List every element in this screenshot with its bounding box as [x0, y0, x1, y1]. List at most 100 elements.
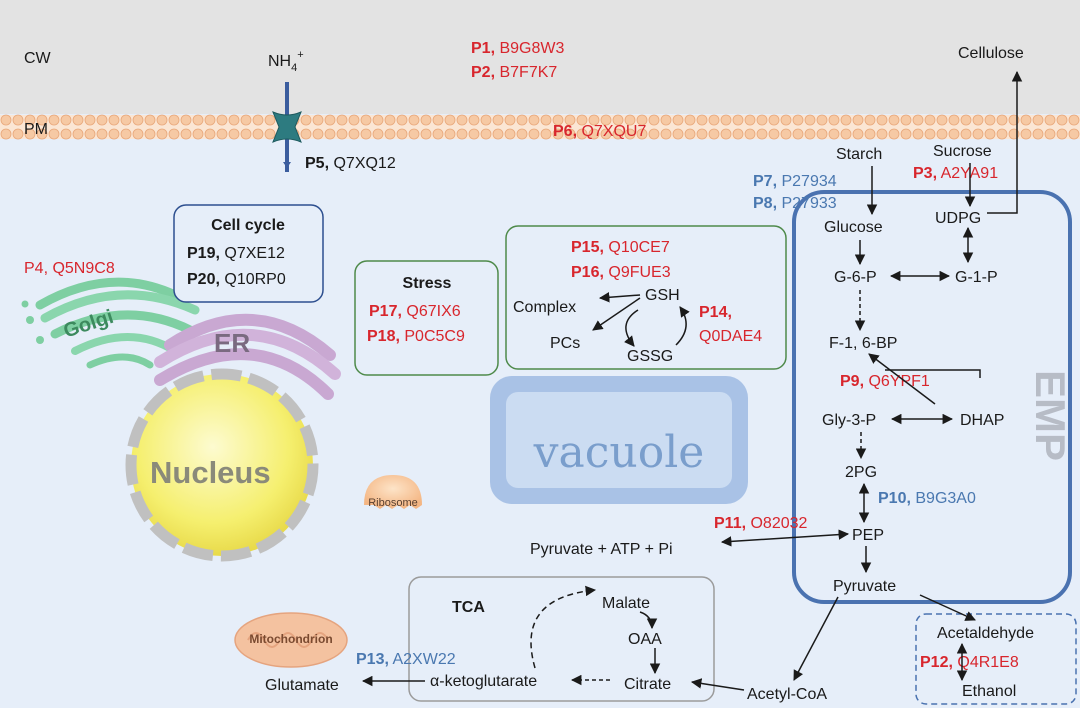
membrane-lipid-head [516, 114, 528, 126]
membrane-lipid-head [876, 128, 888, 140]
membrane-lipid-head [36, 114, 48, 126]
membrane-lipid-head [636, 128, 648, 140]
membrane-lipid-head [756, 128, 768, 140]
protein-label-p14-id: P14, [699, 304, 732, 321]
membrane-lipid-head [912, 128, 924, 140]
protein-label-p10: P10, B9G3A0 [878, 490, 976, 507]
metabolite-ethanol: Ethanol [962, 683, 1016, 700]
protein-label-p18: P18, P0C5C9 [367, 328, 465, 345]
membrane-lipid-head [540, 114, 552, 126]
membrane-lipid-head [1032, 128, 1044, 140]
membrane-lipid-head [756, 114, 768, 126]
emp-box [792, 190, 1072, 604]
membrane-lipid-head [912, 114, 924, 126]
cell-cycle-box [173, 204, 324, 303]
membrane-lipid-head [240, 128, 252, 140]
membrane-lipid-head [744, 114, 756, 126]
protein-label-p12: P12, Q4R1E8 [920, 654, 1019, 671]
tca-title: TCA [452, 599, 485, 616]
membrane-lipid-head [204, 128, 216, 140]
protein-label-p19: P19, Q7XE12 [187, 245, 285, 262]
membrane-lipid-head [360, 128, 372, 140]
membrane-lipid-head [732, 128, 744, 140]
metabolite-cellulose: Cellulose [958, 45, 1024, 62]
protein-label-p9: P9, Q6YPF1 [840, 373, 930, 390]
membrane-lipid-head [924, 114, 936, 126]
metabolite-sucrose: Sucrose [933, 143, 992, 160]
membrane-lipid-head [1068, 114, 1080, 126]
membrane-lipid-head [60, 128, 72, 140]
membrane-lipid-head [900, 114, 912, 126]
membrane-lipid-head [432, 114, 444, 126]
metabolite-udpg: UDPG [935, 210, 981, 227]
membrane-lipid-head [804, 128, 816, 140]
cell-cycle-title: Cell cycle [211, 217, 285, 234]
membrane-lipid-head [444, 114, 456, 126]
plasma-membrane [0, 114, 1080, 140]
membrane-lipid-head [900, 128, 912, 140]
membrane-lipid-head [864, 128, 876, 140]
membrane-lipid-head [636, 114, 648, 126]
protein-label-p5: P5, Q7XQ12 [305, 155, 396, 172]
membrane-lipid-head [816, 128, 828, 140]
membrane-lipid-head [156, 114, 168, 126]
membrane-lipid-head [744, 128, 756, 140]
metabolite-pep: PEP [852, 527, 884, 544]
membrane-lipid-head [1044, 114, 1056, 126]
metabolite-citrate: Citrate [624, 676, 671, 693]
membrane-lipid-head [360, 114, 372, 126]
membrane-lipid-head [624, 128, 636, 140]
er-label: ER [214, 328, 250, 358]
membrane-lipid-head [576, 114, 588, 126]
membrane-lipid-head [972, 114, 984, 126]
membrane-lipid-head [384, 128, 396, 140]
membrane-lipid-head [648, 128, 660, 140]
membrane-lipid-head [168, 128, 180, 140]
membrane-lipid-head [852, 114, 864, 126]
membrane-lipid-head [576, 128, 588, 140]
membrane-lipid-head [600, 128, 612, 140]
membrane-lipid-head [72, 128, 84, 140]
membrane-lipid-head [156, 128, 168, 140]
membrane-lipid-head [948, 114, 960, 126]
membrane-lipid-head [480, 128, 492, 140]
membrane-lipid-head [336, 128, 348, 140]
membrane-lipid-head [252, 128, 264, 140]
membrane-lipid-head [564, 114, 576, 126]
membrane-lipid-head [324, 114, 336, 126]
membrane-lipid-head [240, 114, 252, 126]
nucleus-label: Nucleus [150, 455, 271, 490]
membrane-lipid-head [252, 114, 264, 126]
membrane-lipid-head [72, 114, 84, 126]
membrane-lipid-head [12, 114, 24, 126]
membrane-lipid-head [12, 128, 24, 140]
ammonium-label: NH4+ [268, 49, 304, 74]
membrane-lipid-head [300, 114, 312, 126]
membrane-lipid-head [984, 114, 996, 126]
protein-label-p16: P16, Q9FUE3 [571, 264, 671, 281]
membrane-lipid-head [504, 128, 516, 140]
membrane-lipid-head [132, 114, 144, 126]
stress-box [354, 260, 499, 376]
protein-label-p14-acc: Q0DAE4 [699, 328, 762, 345]
cell-wall-label: CW [24, 50, 52, 67]
membrane-lipid-head [144, 128, 156, 140]
metabolite-gssg: GSSG [627, 348, 673, 365]
metabolite-dhap: DHAP [960, 412, 1004, 429]
membrane-lipid-head [516, 128, 528, 140]
membrane-lipid-head [768, 128, 780, 140]
protein-label-p3: P3, A2YA91 [913, 165, 998, 182]
membrane-lipid-head [264, 128, 276, 140]
membrane-lipid-head [1020, 128, 1032, 140]
membrane-lipid-head [888, 114, 900, 126]
membrane-lipid-head [456, 114, 468, 126]
membrane-lipid-head [948, 128, 960, 140]
protein-label-p2: P2, B7F7K7 [471, 64, 557, 81]
membrane-lipid-head [936, 114, 948, 126]
metabolite-glutamate: Glutamate [265, 677, 339, 694]
membrane-lipid-head [768, 114, 780, 126]
metabolite-gly3p: Gly-3-P [822, 412, 876, 429]
membrane-lipid-head [228, 128, 240, 140]
membrane-lipid-head [444, 128, 456, 140]
membrane-lipid-head [420, 128, 432, 140]
